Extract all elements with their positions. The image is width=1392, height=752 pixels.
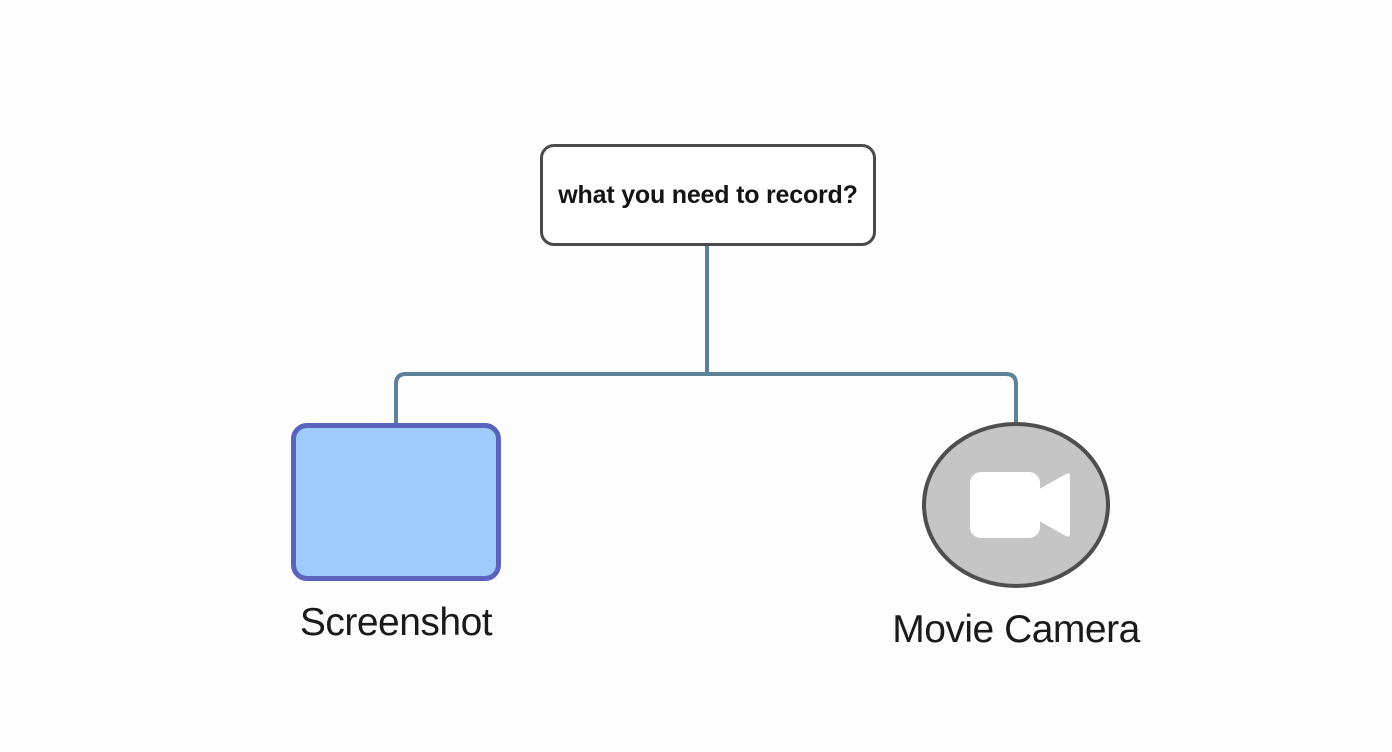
node-movie-camera[interactable]: Movie Camera [820, 422, 1212, 649]
node-screenshot-label: Screenshot [299, 601, 493, 644]
movie-camera-lens [1032, 473, 1070, 537]
connector-branch-left [394, 372, 707, 424]
root-question-node[interactable]: what you need to record? [540, 144, 876, 246]
screenshot-icon [291, 423, 501, 581]
node-screenshot[interactable]: Screenshot [200, 423, 592, 642]
movie-camera-body [970, 472, 1040, 538]
node-movie-camera-label: Movie Camera [892, 608, 1140, 651]
connector-branch-right [707, 372, 1018, 424]
movie-camera-icon [922, 422, 1110, 588]
root-question-label: what you need to record? [558, 180, 858, 209]
